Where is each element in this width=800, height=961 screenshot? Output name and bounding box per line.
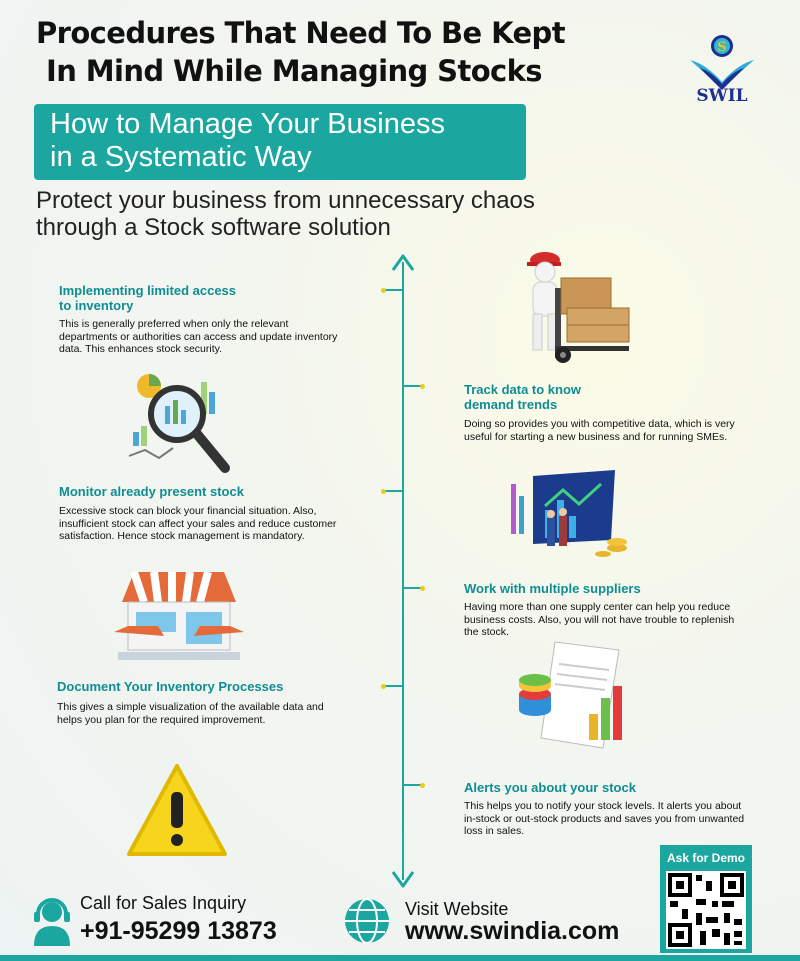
- report-chart-icon: [519, 641, 622, 749]
- subtitle: Protect your business from unnecessary c…: [36, 187, 636, 241]
- banner-line1: How to Manage Your Business: [50, 108, 445, 140]
- qr-code-icon[interactable]: [666, 871, 746, 949]
- logo-text: SWIL: [696, 86, 748, 106]
- growth-chart-icon: [511, 470, 627, 557]
- item-title-line1: Work with multiple suppliers: [464, 581, 641, 596]
- banner-line2: in a Systematic Way: [50, 141, 312, 173]
- subtitle-line2: through a Stock software solution: [36, 214, 391, 241]
- connector-4: [404, 587, 424, 589]
- svg-text:S: S: [717, 40, 726, 55]
- website-link[interactable]: www.swindia.com: [405, 917, 620, 945]
- item-text: This helps you to notify your stock leve…: [464, 800, 745, 837]
- call-label: Call for Sales Inquiry: [80, 893, 247, 913]
- item-text: Doing so provides you with competitive d…: [464, 418, 735, 443]
- connector-6: [404, 784, 424, 786]
- item-text: This is generally preferred when only th…: [59, 318, 338, 355]
- item-title-line1: Monitor already present stock: [59, 484, 244, 499]
- demo-label: Ask for Demo: [666, 851, 746, 865]
- item-title-line1: Track data to know: [464, 382, 582, 397]
- item-text: Having more than one supply center can h…: [464, 601, 735, 638]
- bottom-accent-bar: [0, 955, 800, 961]
- item-text: Excessive stock can block your financial…: [59, 505, 337, 542]
- item-title-line2: demand trends: [464, 397, 558, 412]
- connector-dot-4: [420, 586, 425, 591]
- connector-dot-6: [420, 783, 425, 788]
- phone-number[interactable]: +91-95299 13873: [80, 917, 277, 945]
- item-limited-access: Implementing limited access to inventory…: [59, 283, 349, 356]
- magnifier-chart-icon: [128, 374, 230, 473]
- connector-3: [383, 490, 403, 492]
- warning-icon: [127, 764, 227, 856]
- swil-logo-icon: S: [690, 35, 754, 90]
- item-document-processes: Document Your Inventory Processes This g…: [57, 679, 347, 726]
- connector-dot-1: [381, 288, 386, 293]
- page-title-line2: In Mind While Managing Stocks: [46, 54, 543, 88]
- connector-1: [383, 289, 403, 291]
- timeline-arrow-icon: [391, 254, 415, 888]
- item-title-line2: to inventory: [59, 298, 134, 313]
- page-title-line1: Procedures That Need To Be Kept: [36, 16, 566, 50]
- delivery-man-icon: [527, 252, 630, 363]
- subtitle-line1: Protect your business from unnecessary c…: [36, 187, 535, 214]
- globe-icon: [345, 898, 389, 944]
- item-text: This gives a simple visualization of the…: [57, 701, 324, 726]
- item-monitor-stock: Monitor already present stock Excessive …: [59, 484, 349, 543]
- connector-dot-2: [420, 384, 425, 389]
- connector-5: [383, 685, 403, 687]
- item-title-line1: Alerts you about your stock: [464, 780, 636, 795]
- connector-dot-3: [381, 489, 386, 494]
- section-banner: How to Manage Your Business in a Systema…: [34, 104, 526, 180]
- connector-2: [404, 385, 424, 387]
- ask-for-demo-box[interactable]: Ask for Demo: [660, 845, 752, 953]
- customer-support-icon: [34, 898, 70, 946]
- item-track-data: Track data to know demand trends Doing s…: [464, 382, 744, 443]
- page-title: Procedures That Need To Be Kept In Mind …: [36, 14, 596, 90]
- visit-label: Visit Website: [405, 899, 509, 919]
- item-multiple-suppliers: Work with multiple suppliers Having more…: [464, 581, 749, 639]
- storefront-icon: [114, 570, 244, 660]
- connector-dot-5: [381, 684, 386, 689]
- item-title-line1: Document Your Inventory Processes: [57, 679, 284, 694]
- item-alerts: Alerts you about your stock This helps y…: [464, 780, 749, 838]
- item-title-line1: Implementing limited access: [59, 283, 237, 298]
